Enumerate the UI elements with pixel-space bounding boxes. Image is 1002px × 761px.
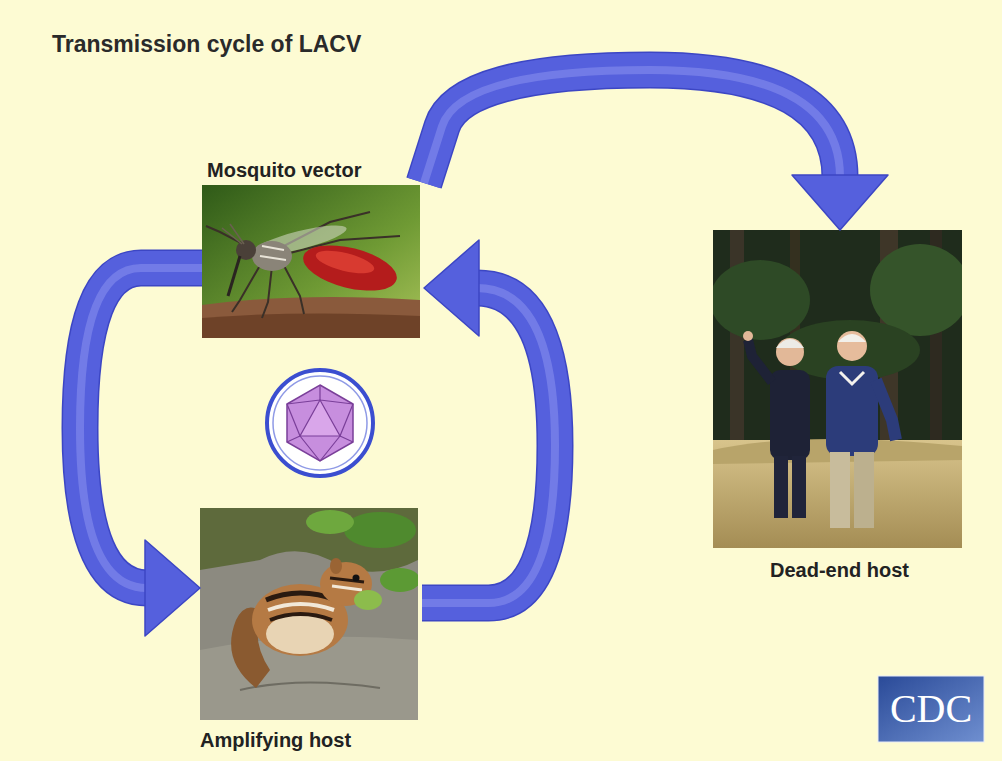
host-label: Dead-end host <box>713 558 966 582</box>
illustration-part <box>200 508 418 572</box>
illustration-part <box>206 212 400 318</box>
host-label: Mosquito vector <box>202 158 424 182</box>
illustration-part <box>837 331 867 361</box>
chipmunk-photo <box>200 508 418 720</box>
illustration-part <box>776 339 804 348</box>
illustration-part <box>268 604 334 610</box>
photo-node: Amplifying host <box>200 508 422 752</box>
illustration-part <box>260 246 286 260</box>
arrow-band <box>422 288 555 603</box>
illustration-part <box>830 452 850 528</box>
illustration-part <box>792 456 806 518</box>
arrow-outline <box>80 268 202 588</box>
photo-node: Mosquito vector <box>202 158 424 338</box>
diagram-title: Transmission cycle of LACV <box>52 30 361 58</box>
arrow-head <box>424 240 479 336</box>
illustration-part <box>353 575 360 582</box>
host-label: Amplifying host <box>200 728 422 752</box>
illustration-part <box>314 246 377 278</box>
curved-arrow <box>422 240 555 603</box>
illustration-part <box>774 456 788 518</box>
photo-node: Dead-end host <box>713 230 966 582</box>
arrow-highlight <box>422 288 555 603</box>
illustration-part <box>870 244 962 336</box>
arrow-highlight <box>424 70 840 183</box>
illustration-part <box>332 586 362 590</box>
illustration-part <box>330 558 342 574</box>
illustration-part <box>840 372 864 384</box>
curved-arrow <box>80 268 202 636</box>
illustration-part <box>876 380 896 440</box>
illustration-part <box>776 338 804 366</box>
arrow-highlight <box>80 268 202 588</box>
illustration-part <box>273 376 367 470</box>
illustration-part <box>300 400 340 436</box>
illustration-part <box>299 237 402 299</box>
illustration-part <box>838 334 866 342</box>
illustration-part <box>270 614 332 620</box>
illustration-part <box>202 297 420 338</box>
arrow-head <box>145 540 200 636</box>
virus-symbol <box>267 370 373 476</box>
arrow-outline <box>424 70 840 183</box>
illustration-part <box>267 370 373 476</box>
illustration-part <box>222 224 244 244</box>
illustration-part <box>228 256 240 296</box>
illustration-part <box>262 266 272 318</box>
logo-text: CDC <box>878 686 984 732</box>
logo-panel <box>878 676 984 742</box>
arrow-head <box>792 175 888 230</box>
illustration-part <box>878 676 984 742</box>
illustration-part <box>202 185 420 338</box>
illustration-part <box>306 510 354 534</box>
illustration-part <box>743 331 753 341</box>
illustration-part <box>354 590 382 610</box>
illustration-part <box>713 260 810 340</box>
illustration-part <box>200 508 418 720</box>
illustration-part <box>344 512 416 548</box>
illustration-part <box>826 366 878 456</box>
arrow-outline <box>422 288 555 603</box>
photo-frame <box>713 230 966 548</box>
arrow-band <box>424 70 840 183</box>
photo-frame <box>202 185 424 338</box>
illustration-part <box>287 385 353 461</box>
illustration-part <box>240 682 380 690</box>
illustration-part <box>252 241 292 271</box>
illustration-part <box>770 370 810 460</box>
illustration-part <box>380 568 418 592</box>
illustration-part <box>878 676 984 742</box>
arrow-band <box>80 268 202 588</box>
curved-arrow <box>424 70 888 230</box>
illustration-part <box>202 313 420 338</box>
illustration-part <box>282 262 304 314</box>
people-photo <box>713 230 962 548</box>
photo-frame <box>200 508 422 720</box>
mosquito-photo <box>202 185 420 338</box>
illustration-part <box>287 385 353 461</box>
illustration-part <box>266 614 334 654</box>
illustration-part <box>748 340 772 382</box>
illustration-part <box>854 452 874 528</box>
